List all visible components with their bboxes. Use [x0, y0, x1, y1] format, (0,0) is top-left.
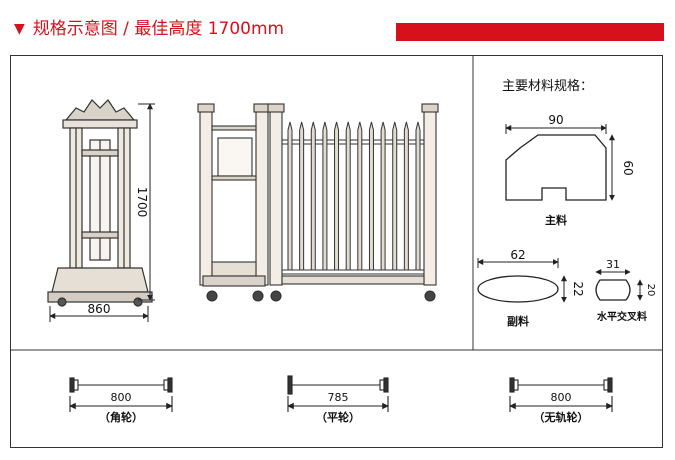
gate-bars	[287, 121, 421, 271]
header-accent-bar	[396, 23, 664, 41]
wheel-corner-caption: （角轮）	[99, 410, 143, 424]
cross-bar-height: 20	[645, 284, 656, 297]
section-title: ▼ 规格示意图 / 最佳高度 1700mm	[14, 18, 284, 40]
cross-bar-width: 31	[606, 258, 620, 271]
wheel-variant-corner	[69, 377, 173, 412]
gate-front-view	[47, 99, 153, 307]
main-bar-width: 90	[548, 113, 563, 127]
gate-bar	[310, 121, 316, 271]
section-title-text: 规格示意图 / 最佳高度 1700mm	[32, 19, 285, 39]
secondary-bar-profile	[477, 275, 559, 303]
gate-bar	[380, 121, 386, 271]
gate-side-view	[197, 103, 439, 302]
secondary-bar-caption: 副料	[507, 314, 529, 328]
wheel-corner-span: 800	[111, 391, 132, 404]
triangle-down-icon: ▼	[14, 21, 25, 37]
wheel-flat-caption: （平轮）	[316, 410, 360, 424]
gate-bar	[357, 121, 363, 271]
gate-bar	[322, 121, 328, 271]
gate-bar	[345, 121, 351, 271]
cross-bar-dimensions	[595, 269, 643, 301]
gate-bar	[334, 121, 340, 271]
main-bar-caption: 主料	[545, 213, 567, 227]
front-width-label: 860	[88, 302, 111, 316]
front-view-dimensions	[49, 103, 155, 322]
main-bar-profile	[505, 134, 607, 201]
front-height-label: 1700	[135, 187, 149, 218]
cross-bar-profile	[595, 279, 631, 301]
wheel-flat-span: 785	[328, 391, 349, 404]
secondary-bar-height: 22	[571, 281, 585, 296]
cross-bar-caption: 水平交叉料	[596, 310, 647, 323]
wheel-variant-trackless	[509, 377, 613, 412]
spec-diagram-frame	[10, 55, 663, 448]
gate-bar	[403, 121, 409, 271]
gate-bar	[392, 121, 398, 271]
gate-bar	[368, 121, 374, 271]
secondary-bar-width: 62	[510, 248, 525, 262]
main-bar-dimensions	[505, 124, 615, 201]
wheel-trackless-caption: （无轨轮）	[534, 410, 589, 424]
wheel-variant-flat	[287, 375, 389, 412]
gate-bar	[415, 121, 421, 271]
wheel-trackless-span: 800	[551, 391, 572, 404]
gate-bar	[287, 121, 293, 271]
secondary-bar-dimensions	[477, 258, 567, 303]
main-bar-height: 60	[621, 160, 635, 175]
materials-heading: 主要材料规格：	[502, 78, 593, 94]
section-header: ▼ 规格示意图 / 最佳高度 1700mm	[0, 0, 675, 46]
gate-bar	[299, 121, 305, 271]
